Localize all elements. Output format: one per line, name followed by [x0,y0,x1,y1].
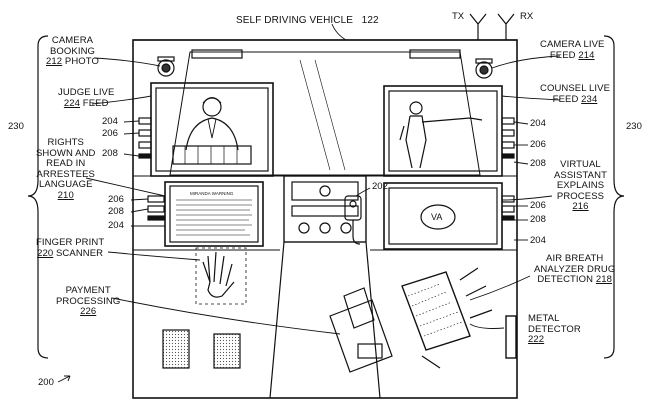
antenna-rx-icon [498,14,514,40]
windshield-inner [170,52,480,175]
title-label: SELF DRIVING VEHICLE 122 [236,16,379,27]
camera-live-label: CAMERA LIVE FEED 214 [540,40,604,61]
left-lower-buttons [148,196,164,220]
ref-204-ll: 204 [108,221,124,231]
counsel-live-feed-screen [384,86,502,176]
ref-206-ll: 206 [108,195,124,205]
ref-206-rl: 206 [530,201,546,211]
camera-booking-photo-icon [158,57,174,76]
visor-right [410,50,460,58]
bracket-left-ref: 230 [8,122,24,132]
air-breath-analyzer-panel [402,268,492,368]
air-breath-label: AIR BREATH ANALYZER DRUG DETECTION 218 [534,254,615,286]
vehicle-outline [133,40,517,398]
ref-204-rl: 204 [530,236,546,246]
radio-ref: 202 [372,182,388,192]
ref-206-lu: 206 [102,129,118,139]
va-text: VA [431,212,442,222]
dashboard-line [133,176,517,250]
virtual-assistant-label: VIRTUAL ASSISTANT EXPLAINS PROCESS 216 [554,160,607,213]
bracket-right-ref: 230 [626,122,642,132]
metal-detector-label: METAL DETECTOR 222 [528,314,581,346]
radio-microphone-icon [345,196,361,244]
center-console [270,176,380,398]
antenna-tx-label: TX [452,12,464,22]
ref-204-lu: 204 [102,117,118,127]
ref-208-rl: 208 [530,215,546,225]
ref-208-lu: 208 [102,149,118,159]
miranda-title: MIRANDA WARNING [190,189,233,199]
ref-208-ru: 208 [530,159,546,169]
ref-208-ll: 208 [108,207,124,217]
right-upper-buttons [502,118,514,158]
visor-left [192,50,242,58]
payment-label: PAYMENT PROCESSING 226 [56,286,120,318]
floor-mat-left [163,330,189,368]
metal-detector-panel [506,316,516,358]
antenna-rx-label: RX [520,12,533,22]
judge-live-label: JUDGE LIVE 224 FEED [58,88,114,109]
ref-206-ru: 206 [530,140,546,150]
ref-204-ru: 204 [530,119,546,129]
floor-mat-right [214,334,240,368]
payment-terminal-icon [330,288,392,372]
antenna-tx-icon [470,14,486,40]
judge-live-feed-screen [151,83,273,176]
camera-booking-label: CAMERA BOOKING 212 PHOTO [46,36,99,68]
left-upper-buttons [139,118,151,158]
system-ref: 200 [38,378,54,388]
rights-label: RIGHTS SHOWN AND READ IN ARRESTEES LANGU… [36,138,96,201]
virtual-assistant-screen [384,183,502,249]
camera-live-feed-icon [476,59,492,78]
fingerprint-scanner-hand-icon [196,248,246,304]
fingerprint-label: FINGER PRINT 220 SCANNER [36,238,104,259]
counsel-live-label: COUNSEL LIVE FEED 234 [540,84,610,105]
windshield-glare [300,60,345,170]
